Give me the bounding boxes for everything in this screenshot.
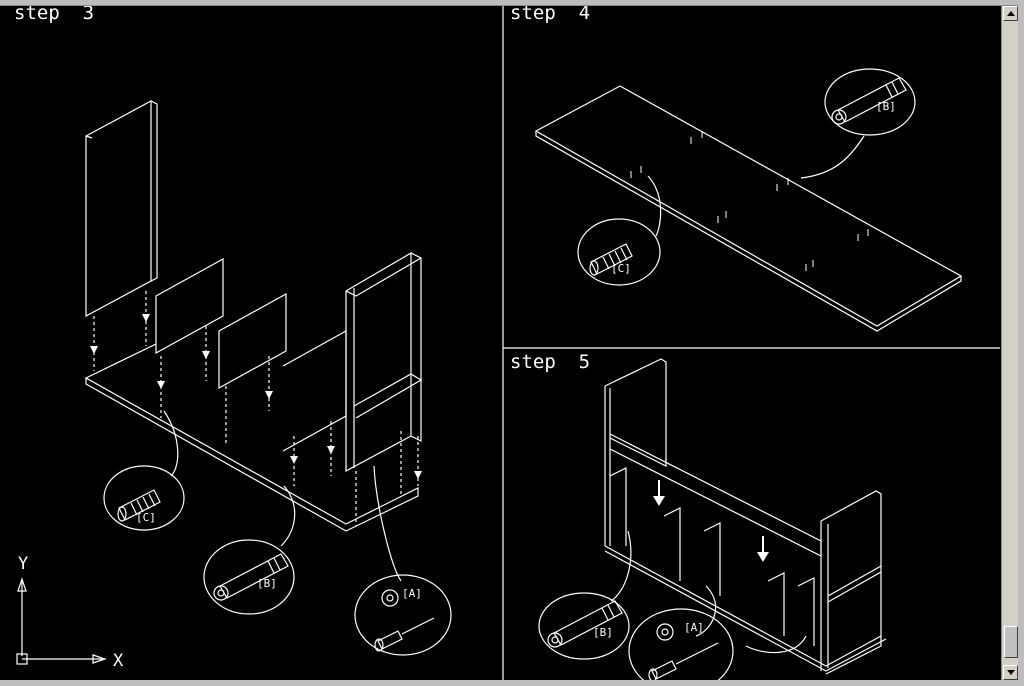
ucs-icon xyxy=(16,577,107,665)
wood-dowel-icon xyxy=(589,243,633,276)
callout-a-bubble-step5 xyxy=(628,608,734,680)
callout-b-label: [B] xyxy=(257,577,277,590)
up-arrow-icon xyxy=(1007,11,1015,16)
callout-c-bubble xyxy=(103,465,185,531)
scroll-thumb[interactable] xyxy=(1004,626,1018,658)
vertical-scrollbar[interactable] xyxy=(1001,6,1019,680)
cam-lock-icon xyxy=(656,623,674,641)
callout-c-label-step4: [C] xyxy=(611,262,631,275)
ucs-y-label: Y xyxy=(18,554,28,574)
cam-bolt-icon xyxy=(213,553,289,601)
screwdriver-icon xyxy=(374,617,435,652)
callout-b-label-step5: [B] xyxy=(593,626,613,639)
step4-assembly-drawing xyxy=(534,68,963,332)
callout-b-label-step4: [B] xyxy=(876,100,896,113)
callout-c-label: [C] xyxy=(136,511,156,524)
screwdriver-icon xyxy=(648,642,719,680)
viewport-label-step4: step 4 xyxy=(510,6,590,24)
step5-assembly-drawing xyxy=(538,358,887,680)
callout-b-bubble-step4 xyxy=(824,68,916,136)
cam-bolt-icon xyxy=(831,77,907,125)
ucs-x-label: X xyxy=(113,651,124,671)
layout-tabs-strip[interactable] xyxy=(0,680,1018,686)
step3-assembly-drawing xyxy=(16,99,452,665)
down-arrow-icon xyxy=(1007,670,1015,675)
callout-b-bubble-step5 xyxy=(538,592,630,660)
viewport-label-step5: step 5 xyxy=(510,351,590,373)
callout-b-bubble xyxy=(203,539,295,615)
callout-a-label-step5: [A] xyxy=(684,621,704,634)
callout-a-bubble xyxy=(354,574,452,656)
viewport-label-step3: step 3 xyxy=(14,6,94,24)
window-frame-right xyxy=(1018,0,1024,686)
callout-c-bubble-step4 xyxy=(577,218,661,286)
wood-dowel-icon xyxy=(117,489,161,522)
window-frame-top xyxy=(0,0,1024,6)
drawing-canvas[interactable]: step 3 step 4 step 5 [C] [B] [A] [C] [B]… xyxy=(6,6,1000,680)
cam-lock-icon xyxy=(381,589,399,607)
cam-bolt-icon xyxy=(547,600,623,648)
scroll-down-button[interactable] xyxy=(1003,665,1018,680)
scroll-up-button[interactable] xyxy=(1003,6,1018,21)
callout-a-label: [A] xyxy=(402,587,422,600)
